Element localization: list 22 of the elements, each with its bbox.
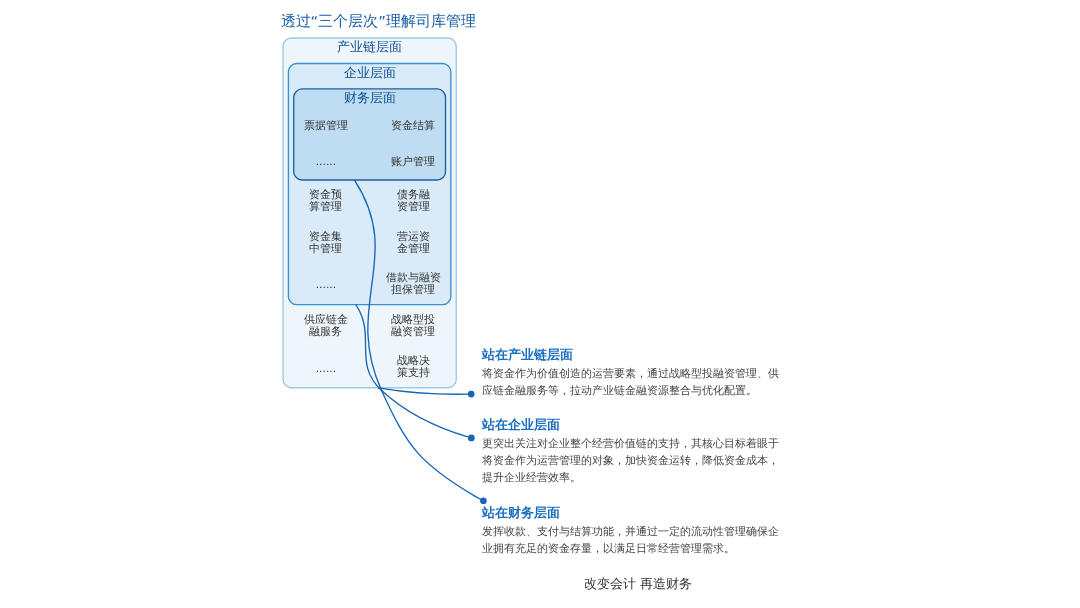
label: 改变会计 再造财务 <box>584 576 693 592</box>
node-text: 资金预算管理 <box>309 188 343 214</box>
connector <box>353 179 487 505</box>
node-text: 战略决策支持 <box>396 354 430 380</box>
node-text: ...... <box>315 361 337 375</box>
node-text: 资金集中管理 <box>309 229 343 255</box>
node-text: 营运资金管理 <box>396 229 430 255</box>
connector <box>377 387 475 398</box>
node-text: 战略型投融资管理 <box>391 312 436 338</box>
node-text: 站在财务层面 发挥收款、支付与结算功能，并通过一定的流动性管理确保企业拥有充足的资金存量，以满足日常经营管理需求。 <box>482 505 780 555</box>
node-text: 账户管理 <box>391 155 436 169</box>
node-text: 债务融资管理 <box>396 188 430 214</box>
node-text: 站在企业层面 更突出关注对企业整个经营价值链的支持，其核心目标着眼于将资金作为运营管理的对象，加快资金运转，降低资金成本，提升企业经营效率。 <box>482 417 780 484</box>
node-text: 资金结算 <box>391 118 436 132</box>
node-text: ...... <box>315 278 337 292</box>
diagram-title: 透过“三个层次”理解司库管理 <box>280 11 476 29</box>
node-text: 借款与融资担保管理 <box>385 271 441 297</box>
node-text: 票据管理 <box>303 118 348 132</box>
connector <box>355 304 475 442</box>
node-text: 供应链金融服务 <box>303 312 348 338</box>
node-text: ...... <box>315 155 337 169</box>
node-text: 站在产业链层面 将资金作为价值创造的运营要素，通过战略型投融资管理、供应链金融服务等，拉动产业链金融资源整合与优化配置。 <box>482 347 780 397</box>
